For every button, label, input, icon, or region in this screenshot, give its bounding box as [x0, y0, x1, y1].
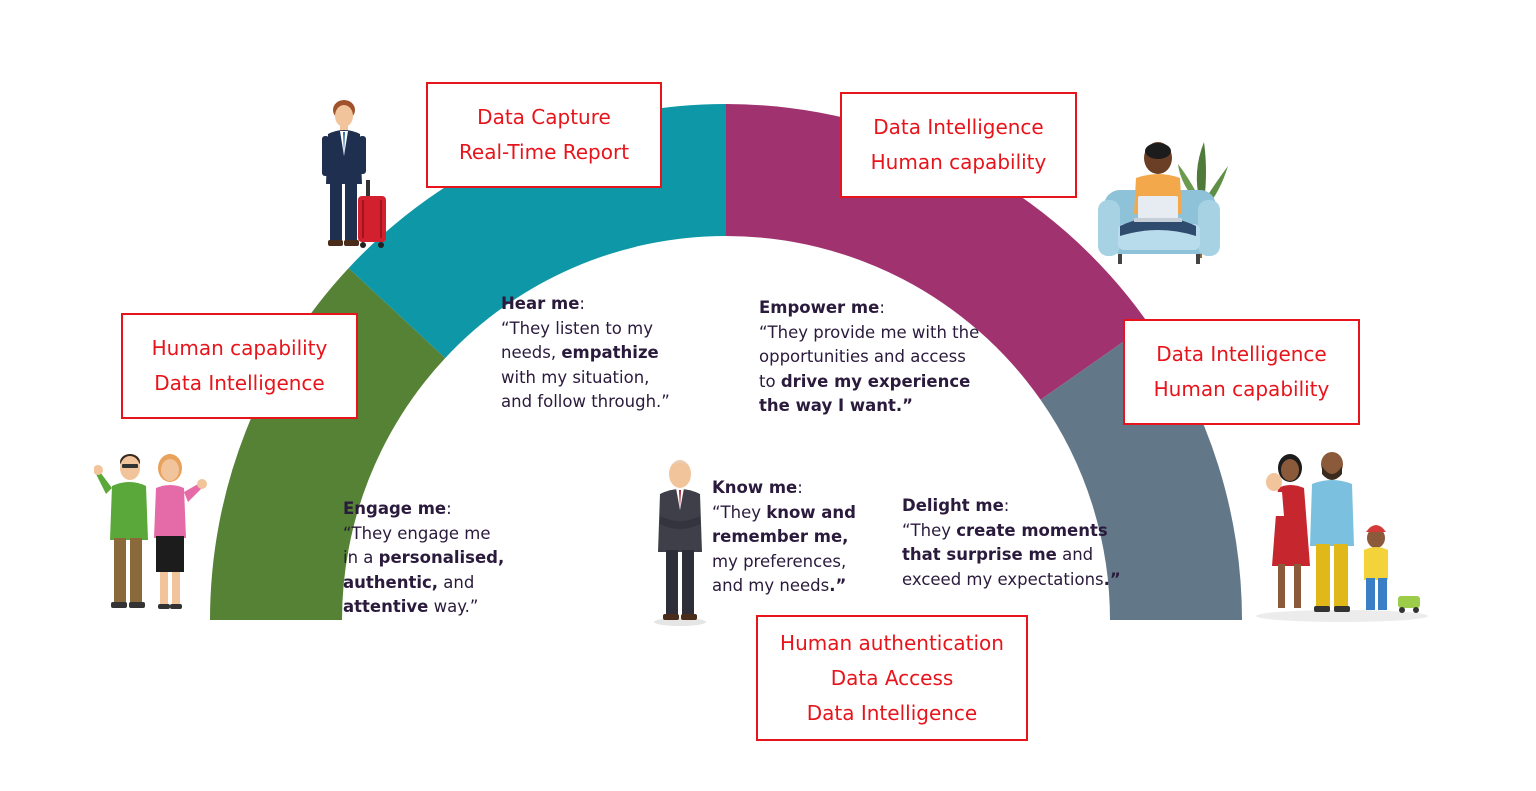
- quote-emphasis: know and: [766, 502, 856, 522]
- man-with-laptop-on-armchair-icon: [1098, 142, 1228, 264]
- box-line: Data Capture: [477, 105, 611, 129]
- capability-box-delight: Data Intelligence Human capability: [1123, 319, 1360, 425]
- quote-text: to: [759, 371, 781, 391]
- quote-line: that surprise me and: [902, 543, 1121, 568]
- quote-emphasis: attentive: [343, 597, 429, 616]
- quote-text: in a: [343, 548, 379, 567]
- quote-heading-line: Know me:: [712, 476, 856, 501]
- quote-emphasis: empathize: [561, 343, 659, 362]
- quote-colon: :: [879, 298, 885, 317]
- quote-text: exceed my expectations: [902, 569, 1104, 589]
- quote-colon: :: [1003, 496, 1010, 515]
- quote-delight-me: Delight me: “They create moments that su…: [902, 494, 1121, 592]
- quote-heading-line: Hear me:: [501, 292, 670, 317]
- quote-line: “They listen to my: [501, 318, 653, 338]
- quote-emphasis: personalised,: [378, 548, 505, 567]
- quote-emphasis: create moments: [956, 520, 1108, 540]
- capability-box-know: Human authentication Data Access Data In…: [756, 615, 1028, 741]
- box-line: Real-Time Report: [458, 140, 630, 164]
- arc-segment-engage: [209, 268, 446, 620]
- quote-line: and my needs.”: [712, 574, 856, 599]
- capability-box-engage: Human capability Data Intelligence: [121, 313, 358, 419]
- quote-line: in a personalised,: [343, 546, 504, 571]
- quote-heading: Delight me: [902, 496, 1004, 515]
- arc-segment-empower: [726, 104, 1149, 400]
- box-line: Data Intelligence: [873, 115, 1044, 139]
- quote-text: needs,: [501, 343, 562, 362]
- quote-emphasis: drive my experience: [780, 371, 971, 391]
- capability-box-hear: Data Capture Real-Time Report: [426, 82, 662, 188]
- quote-line: with my situation,: [501, 367, 650, 387]
- quote-line: authentic, and: [343, 571, 504, 596]
- quote-line: “They know and: [712, 501, 856, 526]
- quote-heading: Hear me: [501, 294, 580, 313]
- quote-colon: :: [797, 478, 803, 497]
- quote-line: “They provide me with the: [759, 322, 980, 342]
- quote-heading: Know me: [712, 478, 798, 497]
- quote-line: attentive way.”: [343, 595, 504, 620]
- quote-emphasis: the way I want.”: [759, 396, 913, 415]
- quote-text: “They: [712, 502, 767, 522]
- quote-line: exceed my expectations.”: [902, 568, 1121, 593]
- quote-heading: Engage me: [343, 499, 447, 518]
- elderly-man-icon: [654, 460, 706, 626]
- businessman-with-suitcase-icon: [322, 100, 386, 248]
- quote-text: and: [1056, 545, 1094, 564]
- quote-line: remember me,: [712, 525, 856, 550]
- quote-line: opportunities and access: [759, 347, 966, 366]
- quote-line: to drive my experience: [759, 370, 979, 395]
- quote-line: “They engage me: [343, 523, 491, 543]
- quote-emphasis: .”: [1103, 569, 1121, 589]
- quote-line: needs, empathize: [501, 341, 670, 366]
- box-line: Human authentication: [780, 630, 1004, 655]
- quote-line: and follow through.”: [501, 392, 670, 411]
- quote-emphasis: authentic,: [343, 572, 439, 592]
- waving-couple-icon: [94, 454, 207, 609]
- quote-line: the way I want.”: [759, 394, 979, 419]
- quote-colon: :: [446, 499, 452, 518]
- quote-emphasis: remember me,: [712, 527, 849, 546]
- quote-line: “They create moments: [902, 519, 1121, 544]
- box-line: Data Intelligence: [1156, 342, 1327, 366]
- family-with-children-icon: [1256, 452, 1428, 622]
- quote-heading-line: Engage me:: [343, 497, 504, 522]
- box-line: Data Intelligence: [806, 700, 978, 725]
- capability-box-empower: Data Intelligence Human capability: [840, 92, 1077, 198]
- quote-line: my preferences,: [712, 551, 847, 571]
- quote-hear-me: Hear me: “They listen to my needs, empat…: [501, 292, 670, 415]
- quote-heading-line: Delight me:: [902, 494, 1121, 519]
- quote-colon: :: [579, 294, 585, 313]
- quote-heading: Empower me: [759, 298, 880, 317]
- quote-text: and: [438, 572, 475, 592]
- quote-emphasis: .”: [829, 576, 847, 595]
- quote-know-me: Know me: “They know and remember me, my …: [712, 476, 856, 599]
- quote-heading-line: Empower me:: [759, 296, 979, 321]
- box-line: Data Access: [830, 665, 954, 690]
- quote-emphasis: that surprise me: [902, 545, 1057, 564]
- quote-empower-me: Empower me: “They provide me with the op…: [759, 296, 979, 419]
- quote-engage-me: Engage me: “They engage me in a personal…: [343, 497, 504, 620]
- box-line: Human capability: [151, 336, 328, 360]
- quote-text: “They: [902, 520, 957, 540]
- quote-text: and my needs: [712, 576, 830, 595]
- quote-text: way.”: [428, 597, 479, 616]
- box-line: Human capability: [870, 150, 1047, 174]
- box-line: Human capability: [1153, 377, 1330, 401]
- box-line: Data Intelligence: [154, 371, 325, 395]
